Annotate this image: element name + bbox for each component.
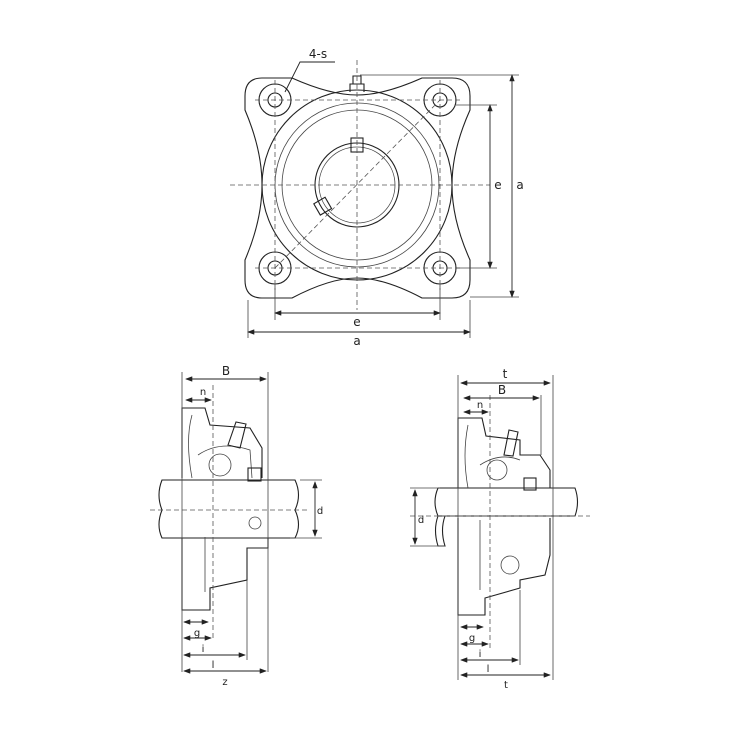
dim-B: B bbox=[222, 364, 230, 378]
dim-t-top: t bbox=[503, 367, 508, 381]
dim-n: n bbox=[200, 387, 206, 398]
dim-e-vertical: e bbox=[494, 178, 501, 192]
dim-e-horizontal: e bbox=[353, 315, 360, 329]
dim-g: g bbox=[194, 628, 200, 639]
dim-i: i bbox=[479, 649, 482, 660]
dim-l: l bbox=[487, 664, 490, 675]
top-view: 4-s e a e a bbox=[230, 47, 524, 348]
dim-n: n bbox=[477, 400, 483, 411]
holes-label: 4-s bbox=[309, 47, 327, 61]
set-screw-icon bbox=[247, 467, 262, 482]
dim-t-bottom: t bbox=[504, 680, 508, 691]
dim-a-horizontal: a bbox=[353, 334, 360, 348]
dim-g: g bbox=[469, 633, 475, 644]
dim-d: d bbox=[317, 506, 323, 517]
dim-z: z bbox=[222, 677, 227, 688]
right-side-view: t B n d g i l t bbox=[410, 367, 590, 691]
grease-nipple-icon bbox=[227, 421, 247, 449]
dim-B: B bbox=[498, 383, 506, 397]
dim-d: d bbox=[418, 515, 424, 526]
set-screw-icon bbox=[313, 196, 333, 216]
grease-nipple-icon bbox=[503, 429, 519, 457]
left-side-view: B n d g i l z bbox=[150, 364, 323, 688]
dim-i: i bbox=[202, 644, 205, 655]
dim-a-vertical: a bbox=[516, 178, 523, 192]
dim-l: l bbox=[212, 660, 215, 671]
set-screw-icon bbox=[523, 477, 537, 491]
